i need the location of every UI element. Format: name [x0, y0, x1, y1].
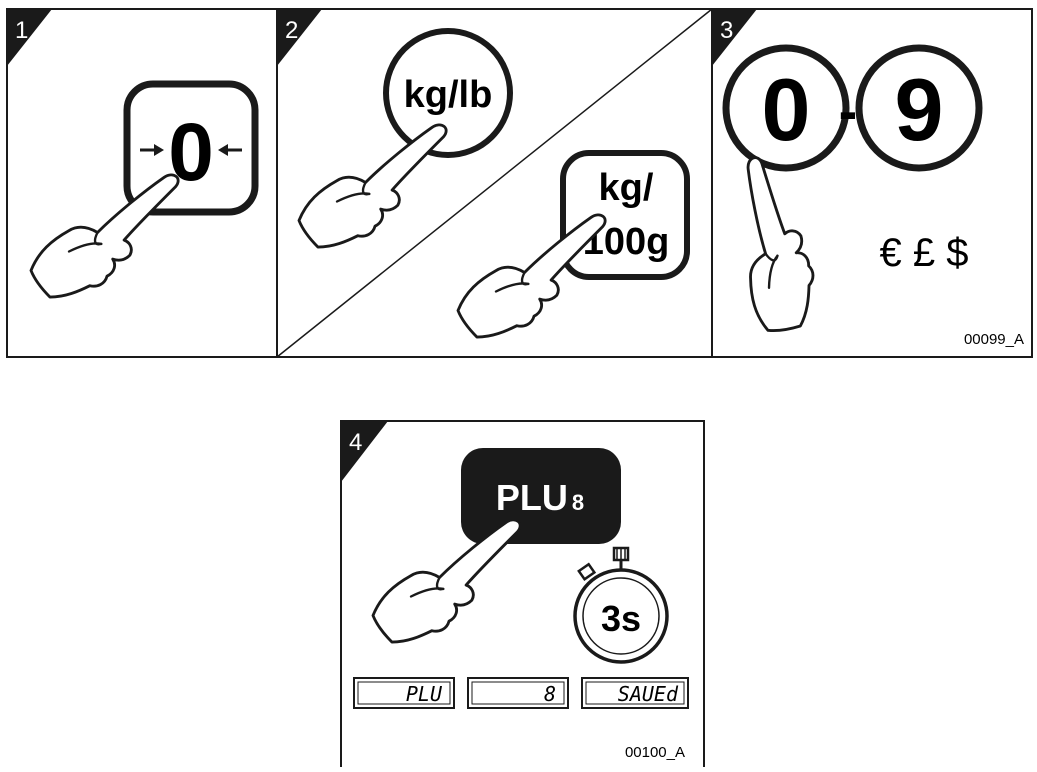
top-figure: 1 2 3 0 kg/lb kg/ 100g 0 - [6, 8, 1033, 358]
arrow-right-icon [154, 144, 164, 156]
kg-100g-key-label-top: kg/ [599, 167, 654, 209]
digit-9-key-label: 9 [895, 60, 944, 159]
stopwatch-icon: 3s [573, 546, 669, 664]
digit-0-key-label: 0 [762, 60, 811, 159]
panel-3-corner [712, 9, 757, 66]
kg-lb-key-label: kg/lb [404, 74, 493, 116]
plu-key-subscript: 8 [572, 490, 584, 515]
panel-2-diagonal [276, 8, 713, 358]
display-3: SAUEd [581, 677, 689, 709]
digit-0-key: 0 [722, 44, 850, 172]
display-1: PLU [353, 677, 455, 709]
kg-100g-key: kg/ 100g [560, 150, 690, 280]
panel-2-corner [277, 9, 322, 66]
panel-1-corner [7, 9, 52, 66]
display-2-text: 8 [544, 682, 556, 706]
panel-4-number: 4 [349, 429, 362, 456]
panel-1-number: 1 [15, 17, 28, 44]
figure-code-top: 00099_A [964, 331, 1024, 348]
display-2: 8 [467, 677, 569, 709]
currency-symbols: € £ $ [880, 231, 969, 275]
digit-9-key: 9 [855, 44, 983, 172]
top-figure-drawing: 1 2 3 0 kg/lb kg/ 100g 0 - [6, 8, 1033, 358]
hold-time: 3s [601, 598, 641, 639]
range-separator: - [839, 79, 858, 142]
panel-4-corner [341, 421, 388, 482]
figure-code-bottom: 00100_A [625, 744, 685, 761]
display-1-text: PLU [406, 682, 443, 706]
kg-lb-key: kg/lb [383, 28, 513, 158]
panel-2-number: 2 [285, 17, 298, 44]
display-3-text: SAUEd [618, 682, 679, 706]
plu-key-label: PLU [496, 477, 568, 518]
arrow-left-icon [218, 144, 228, 156]
panel-3-number: 3 [720, 17, 733, 44]
